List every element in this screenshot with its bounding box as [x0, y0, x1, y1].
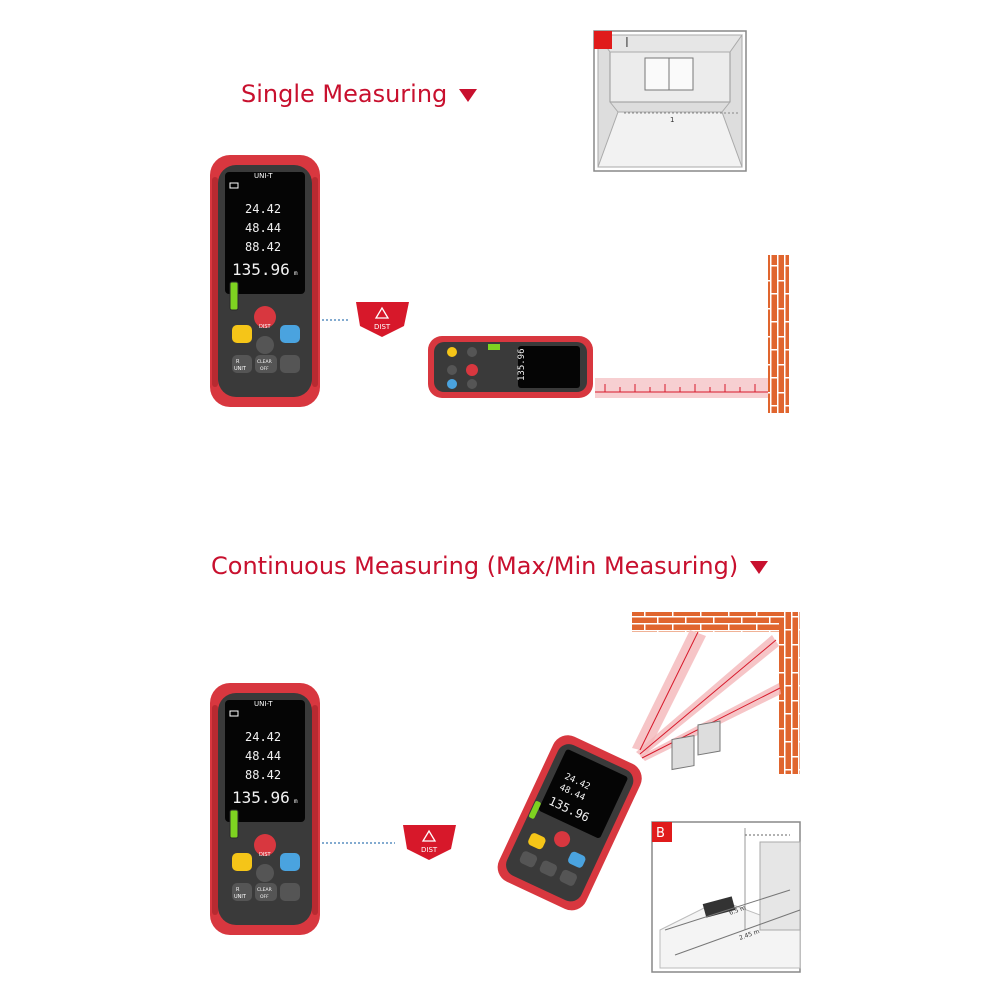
reading-main: 135.96 — [232, 260, 290, 279]
svg-text:135.96: 135.96 — [517, 348, 527, 381]
dist-badge-single: DIST — [356, 302, 409, 337]
svg-text:UNIT: UNIT — [234, 894, 247, 900]
continuous-measuring-title: Continuous Measuring (Max/Min Measuring) — [211, 552, 739, 580]
svg-text:DIST: DIST — [259, 852, 271, 858]
laser-ruler-ticks — [595, 384, 770, 393]
svg-text:UNI-T: UNI-T — [254, 700, 273, 708]
laser-meter-tilted: 24.42 48.44 135.96 — [497, 735, 642, 911]
inset-label: I — [625, 36, 629, 51]
inset-corner-marker — [652, 822, 672, 842]
svg-text:88.42: 88.42 — [245, 768, 281, 782]
brick-wall-continuous — [779, 612, 800, 774]
laser-beam — [595, 378, 770, 398]
device-brand: UNI-T — [254, 172, 273, 180]
reading-1: 24.42 — [245, 202, 281, 216]
laser-warning-icon — [421, 829, 437, 842]
svg-text:24.42: 24.42 — [245, 730, 281, 744]
battery-icon — [229, 182, 239, 189]
inset-label: B — [656, 826, 665, 841]
svg-text:m: m — [294, 798, 298, 805]
clear-button-label: CLEAR — [257, 359, 272, 365]
svg-text:48.44: 48.44 — [245, 749, 281, 763]
unit-button-top-label: R — [236, 359, 240, 365]
brick-wall-single — [768, 255, 789, 413]
svg-text:CLEAR: CLEAR — [257, 887, 272, 893]
dist-button-label: DIST — [259, 324, 271, 330]
inset-corner-marker — [594, 31, 612, 49]
reading-2: 48.44 — [245, 221, 281, 235]
dist-badge-continuous: DIST — [403, 825, 456, 860]
inset-dimension: 1 — [670, 116, 674, 124]
reading-unit: m — [294, 270, 298, 277]
reading-3: 88.42 — [245, 240, 281, 254]
laser-meter-side-single: 135.96 — [428, 336, 593, 398]
single-measuring-heading: Single Measuring — [241, 80, 478, 108]
single-measuring-title: Single Measuring — [241, 80, 448, 108]
laser-meter-front-continuous: UNI-T 24.42 48.44 88.42 135.96 m DIST R … — [209, 682, 321, 936]
svg-text:DIST: DIST — [374, 323, 391, 331]
laser-warning-icon — [374, 306, 390, 319]
battery-icon — [229, 710, 239, 717]
unit-button-label: UNIT — [234, 366, 247, 372]
brick-ceiling — [632, 612, 800, 632]
svg-text:DIST: DIST — [421, 846, 438, 854]
laser-meter-front-single: UNI-T 24.42 48.44 88.42 135.96 m DIST R … — [209, 154, 321, 408]
continuous-measuring-heading: Continuous Measuring (Max/Min Measuring) — [211, 552, 769, 580]
continuous-measuring-diagram: 6.5 m 2.45 m B — [651, 720, 801, 973]
svg-text:R: R — [236, 887, 240, 893]
svg-text:OFF: OFF — [260, 894, 269, 900]
single-measuring-diagram: I 1 — [593, 30, 747, 172]
off-button-label: OFF — [260, 366, 269, 372]
svg-text:135.96: 135.96 — [232, 788, 290, 807]
triangle-down-icon — [750, 560, 769, 574]
triangle-down-icon — [459, 88, 478, 102]
